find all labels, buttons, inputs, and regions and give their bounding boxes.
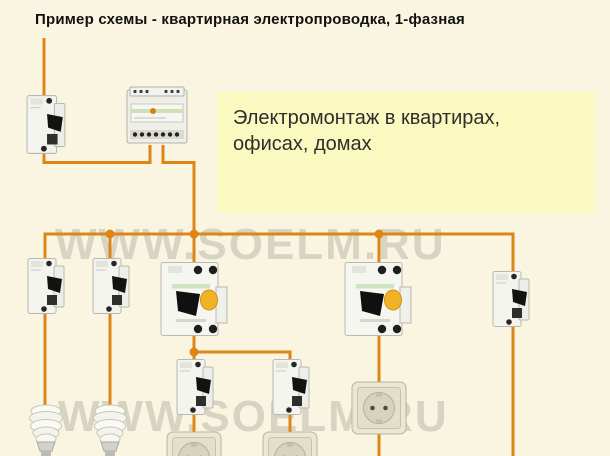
wire-branch-to-socket-breaker-2 — [194, 350, 292, 362]
wall-socket-2 — [262, 431, 318, 456]
junction-dot — [189, 347, 199, 357]
cfl-lamp-2 — [93, 404, 127, 456]
rcd-2-device — [344, 262, 412, 336]
junction-dot — [105, 229, 115, 239]
wire-junctions — [105, 229, 384, 357]
socket-breaker-2-device — [272, 359, 310, 415]
rcd-1-device — [160, 262, 228, 336]
main-breaker-device — [26, 95, 66, 154]
junction-dot — [374, 229, 384, 239]
wire-bus — [43, 232, 515, 260]
wire-meter-to-bus — [161, 145, 196, 234]
wire-breaker-to-meter — [44, 145, 152, 164]
info-box: Электромонтаж в квартирах, офисах, домах — [217, 92, 595, 213]
wall-socket-1 — [166, 431, 222, 456]
info-box-line-1: Электромонтаж в квартирах, — [233, 107, 501, 129]
socket-breaker-1-device — [176, 359, 214, 415]
cfl-lamp-1 — [29, 404, 63, 456]
info-box-line-2: офисах, домах — [233, 133, 372, 155]
lighting-breaker-2-device — [92, 258, 130, 314]
page-title: Пример схемы - квартирная электропроводк… — [35, 11, 465, 28]
junction-dot — [189, 229, 199, 239]
lighting-breaker-1-device — [27, 258, 65, 314]
wall-socket-3 — [351, 381, 407, 435]
right-branch-breaker-device — [492, 271, 530, 327]
electric-meter-device — [126, 86, 188, 144]
